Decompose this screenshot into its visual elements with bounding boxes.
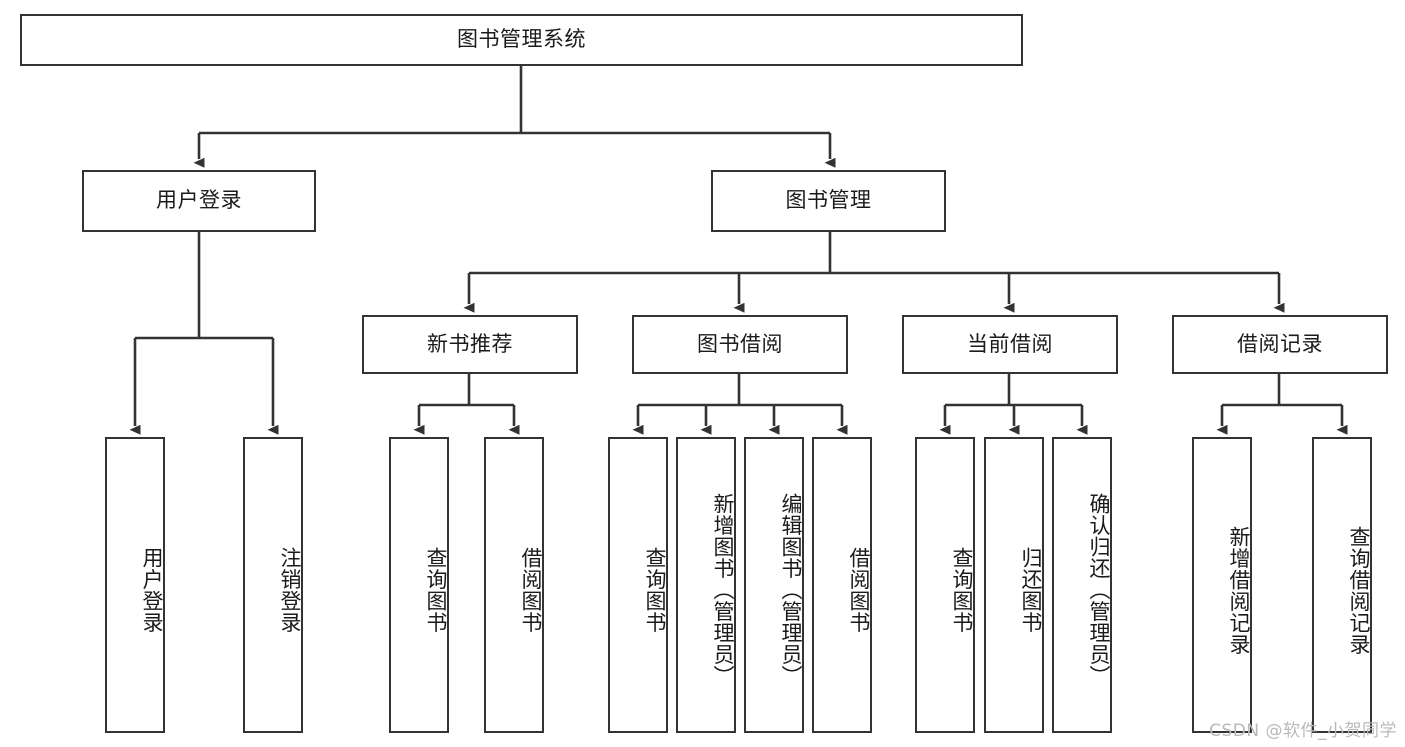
node-book-borrow[interactable]: 图书借阅 [632, 315, 848, 374]
node-leaf-borrow-book-2[interactable]: 借阅图书 [812, 437, 872, 733]
node-leaf-return-book[interactable]: 归还图书 [984, 437, 1044, 733]
node-leaf-add-record[interactable]: 新增借阅记录 [1192, 437, 1252, 733]
node-leaf-add-book[interactable]: 新增图书（管理员） [676, 437, 736, 733]
node-leaf-borrow-book-1[interactable]: 借阅图书 [484, 437, 544, 733]
node-label: 图书借阅 [697, 331, 783, 356]
node-label: 查询图书 [950, 547, 974, 633]
node-label: 新增借阅记录 [1227, 525, 1251, 655]
node-current-borrow[interactable]: 当前借阅 [902, 315, 1118, 374]
node-label: 注销登录 [278, 547, 302, 633]
node-label: 查询借阅记录 [1347, 525, 1371, 655]
node-label: 查询图书 [424, 547, 448, 633]
node-label: 用户登录 [140, 547, 164, 633]
node-label: 归还图书 [1019, 547, 1043, 633]
node-label: 借阅图书 [519, 547, 543, 633]
node-label: 确认归还（管理员） [1087, 493, 1111, 687]
node-leaf-query-record[interactable]: 查询借阅记录 [1312, 437, 1372, 733]
node-borrow-record[interactable]: 借阅记录 [1172, 315, 1388, 374]
node-label: 用户登录 [156, 188, 242, 213]
node-label: 当前借阅 [967, 331, 1053, 356]
node-new-book-recommend[interactable]: 新书推荐 [362, 315, 578, 374]
node-root-system[interactable]: 图书管理系统 [20, 14, 1023, 66]
node-leaf-edit-book[interactable]: 编辑图书（管理员） [744, 437, 804, 733]
node-leaf-confirm-return[interactable]: 确认归还（管理员） [1052, 437, 1112, 733]
node-leaf-query-book-2[interactable]: 查询图书 [608, 437, 668, 733]
node-user-login[interactable]: 用户登录 [82, 170, 316, 232]
node-label: 新增图书（管理员） [711, 493, 735, 687]
node-leaf-query-book-1[interactable]: 查询图书 [389, 437, 449, 733]
node-label: 编辑图书（管理员） [779, 493, 803, 687]
node-label: 查询图书 [643, 547, 667, 633]
node-label: 图书管理 [785, 188, 872, 213]
node-label: 借阅记录 [1237, 331, 1323, 356]
node-label: 新书推荐 [427, 331, 513, 356]
node-leaf-user-login[interactable]: 用户登录 [105, 437, 165, 733]
node-label: 借阅图书 [847, 547, 871, 633]
csdn-watermark: CSDN @软件_小贺同学 [1209, 721, 1397, 741]
node-leaf-logout-login[interactable]: 注销登录 [243, 437, 303, 733]
node-leaf-query-book-3[interactable]: 查询图书 [915, 437, 975, 733]
node-label: 图书管理系统 [457, 27, 586, 52]
node-book-manage[interactable]: 图书管理 [711, 170, 946, 232]
